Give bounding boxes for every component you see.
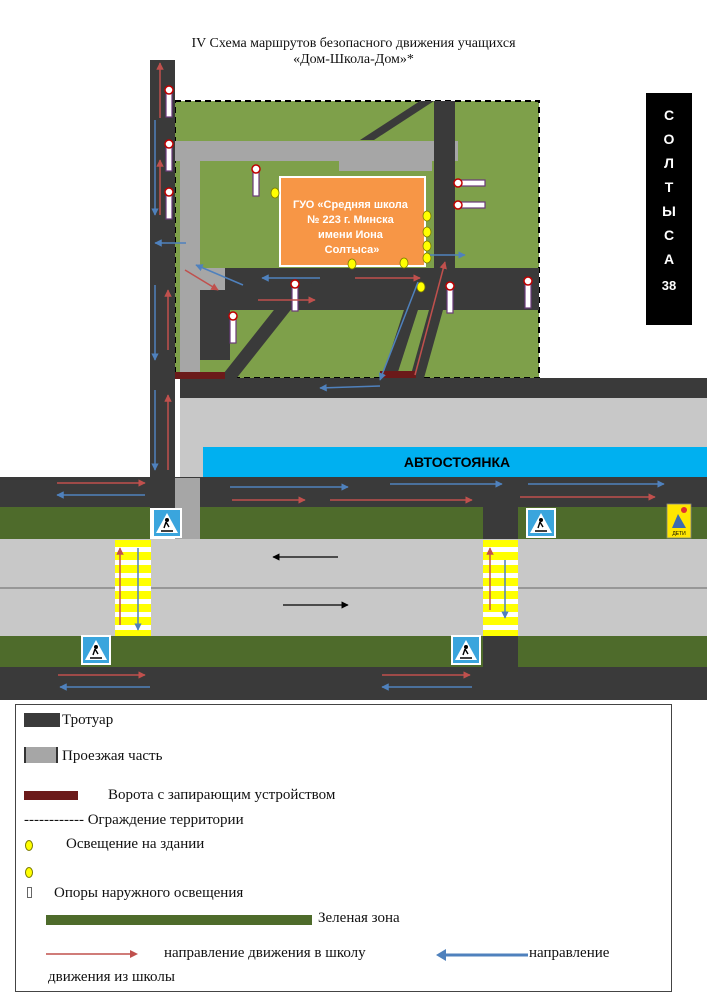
legend: Тротуар Проезжая часть Ворота с запирающ… (15, 704, 672, 992)
parking-label: АВТОСТОЯНКА (404, 454, 510, 470)
legend-street-lamp-icon (27, 887, 32, 898)
children-warning-sign: ДЕТИ (666, 503, 692, 539)
inner-driveway (175, 141, 458, 161)
green-zone (518, 636, 707, 667)
green-zone (0, 507, 150, 539)
pedestrian-crossing-sign (451, 635, 481, 665)
gate (380, 371, 416, 378)
sidewalk-diagonal (382, 285, 426, 378)
routes-to-school (57, 62, 656, 679)
green-zone (0, 636, 483, 667)
street-letter: С (663, 107, 675, 123)
page-title: IV Схема маршрутов безопасного движения … (191, 36, 516, 51)
page-subtitle: «Дом-Школа-Дом»* (293, 52, 414, 67)
legend-from-school-arrow (436, 949, 528, 961)
street-letter: Ы (662, 203, 676, 219)
sidewalk-inner-v (434, 101, 455, 271)
pedestrian-crossing-sign (81, 635, 111, 665)
street-name-plate: С О Л Т Ы С А 38 (646, 93, 692, 325)
sidewalk-inner-h (225, 268, 539, 310)
school-building (279, 176, 426, 267)
sidewalk-lower (0, 667, 707, 700)
sidewalk-right-stub (483, 507, 518, 540)
legend-to-school-arrow (46, 950, 138, 958)
pedestrian-crossing-right (483, 540, 518, 636)
legend-from-school-label: направление (529, 945, 610, 961)
legend-green-label: Зеленая зона (318, 910, 400, 926)
legend-to-school-label: направление движения в школу (164, 945, 366, 961)
routes-from-school (56, 120, 665, 691)
legend-gate-label: Ворота с запирающим устройством (108, 787, 336, 803)
sidewalk-upper (0, 477, 707, 507)
legend-from-school-label-2: движения из школы (48, 969, 175, 985)
legend-light-icon (25, 867, 33, 878)
street-letter: Т (664, 179, 674, 195)
street-letter: А (663, 251, 675, 267)
pedestrian-crossing-left (115, 540, 151, 636)
green-zone (200, 507, 483, 539)
sidewalk-left-stub (150, 478, 175, 508)
legend-gate-swatch (24, 791, 78, 800)
legend-sidewalk-label: Тротуар (62, 712, 114, 728)
parking-lot (203, 447, 707, 477)
legend-green-swatch (46, 915, 312, 925)
sidewalk-diagonal (220, 277, 312, 384)
pedestrian-crossing-sign (526, 508, 556, 538)
legend-fence-label: ------------ Ограждение территории (24, 812, 244, 828)
street-letter: С (663, 227, 675, 243)
route-map: ГУО «Средняя школа № 223 г. Минска имени… (0, 60, 707, 700)
street-letter: О (663, 131, 675, 147)
sidewalk-diagonal (360, 101, 434, 140)
pedestrian-crossing-sign (152, 508, 182, 538)
school-name: ГУО «Средняя школа № 223 г. Минска имени… (293, 199, 411, 256)
gate (175, 372, 225, 379)
legend-building-light-icon (25, 840, 33, 851)
legend-sidewalk-swatch (24, 713, 60, 727)
legend-building-light-label: Освещение на здании (66, 836, 205, 852)
building-lights (270, 187, 432, 293)
svg-text:ДЕТИ: ДЕТИ (672, 531, 686, 537)
sidewalk-block (200, 290, 230, 360)
legend-roadway-swatch (24, 747, 58, 763)
sidewalk-right-stub (483, 636, 518, 667)
inner-driveway (339, 160, 432, 171)
legend-street-lamp-label: Опоры наружного освещения (54, 885, 244, 901)
street-letter: Л (664, 155, 674, 171)
sidewalk-left (150, 60, 175, 478)
street-number: 38 (661, 278, 677, 293)
sidewalk-top-parking (180, 378, 707, 398)
legend-roadway-label: Проезжая часть (62, 748, 163, 764)
